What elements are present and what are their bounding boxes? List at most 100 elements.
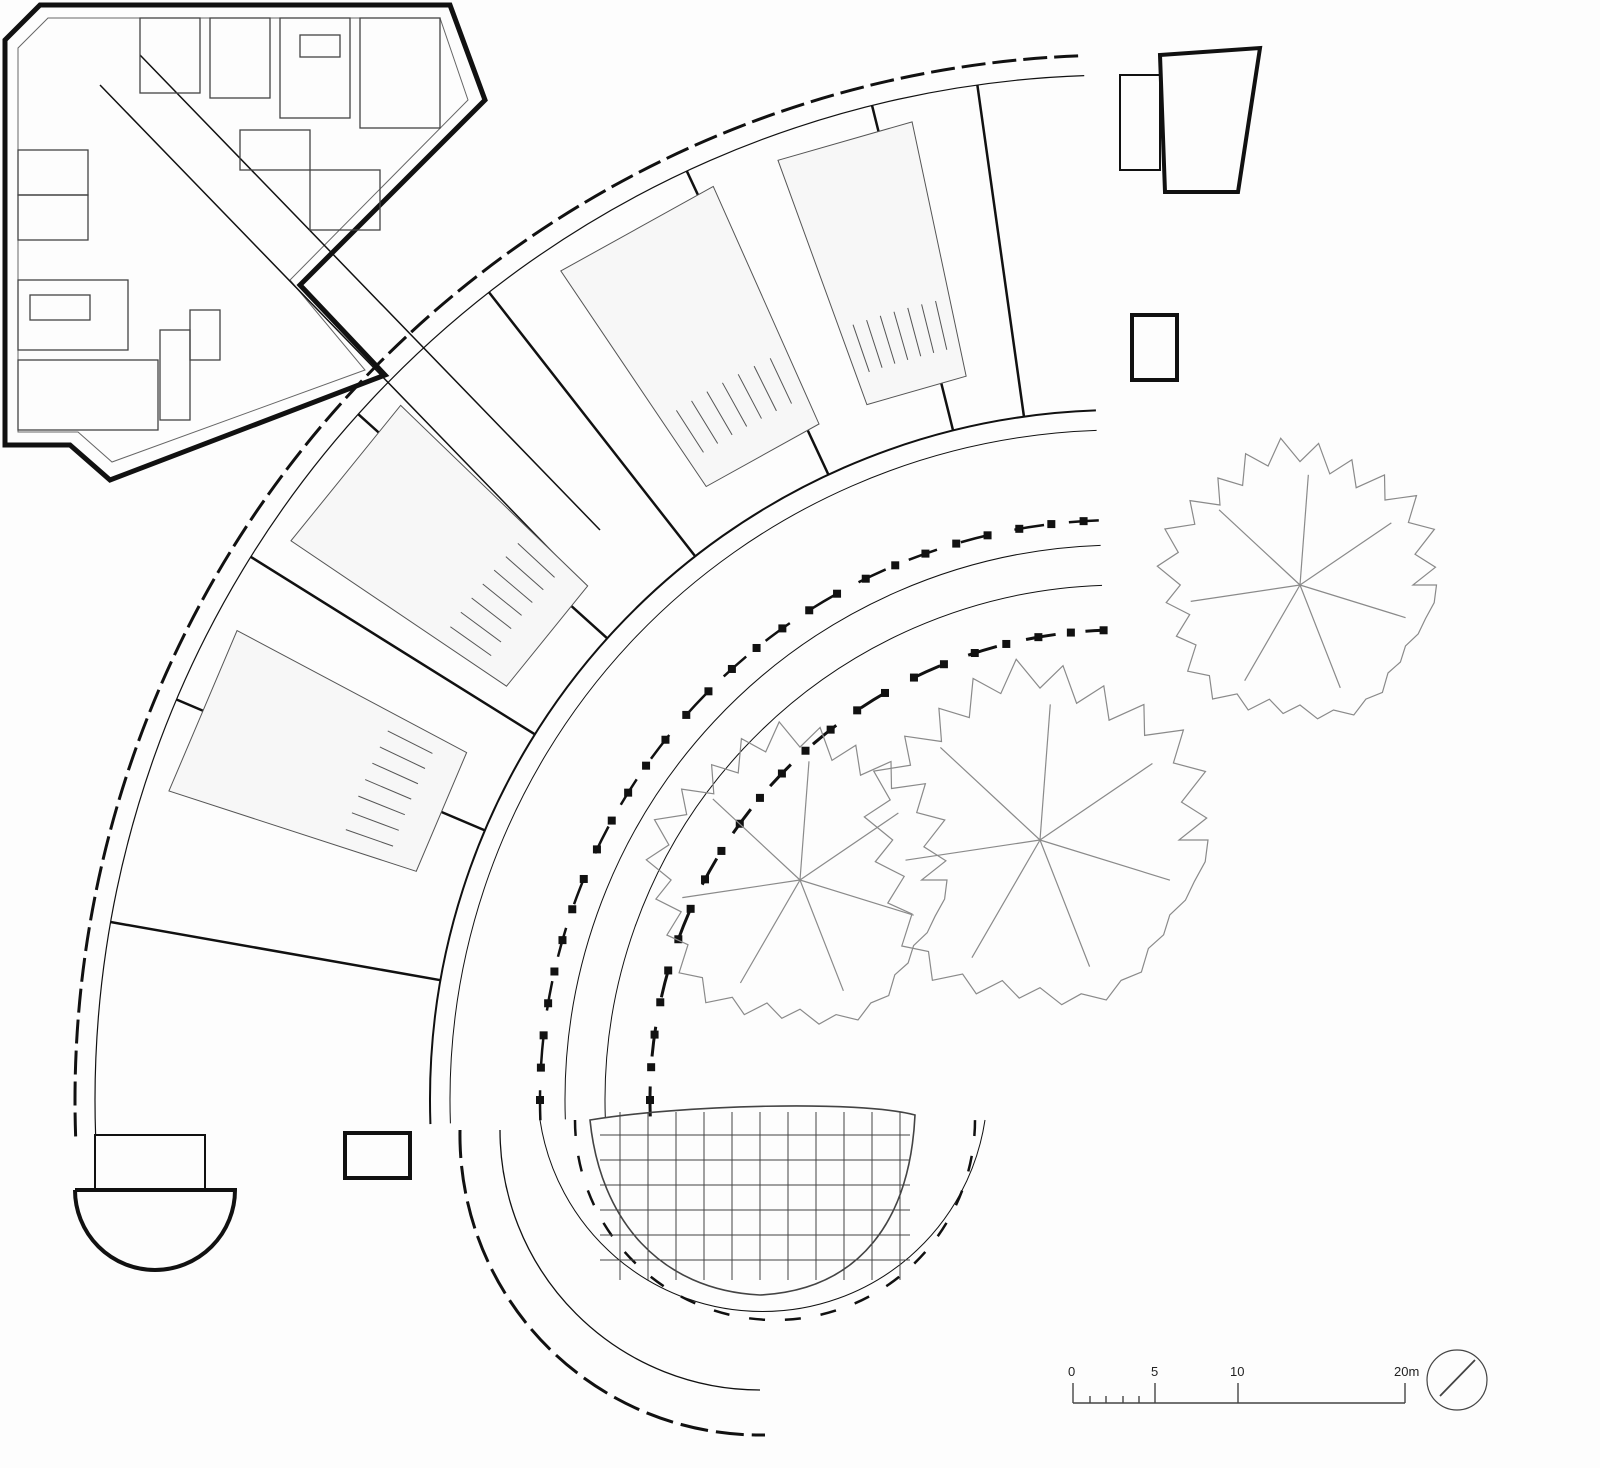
seating-row xyxy=(358,795,406,816)
column xyxy=(1034,633,1043,642)
column xyxy=(704,687,713,696)
column xyxy=(682,710,691,719)
column xyxy=(642,761,651,770)
column xyxy=(826,725,835,734)
tree-branch xyxy=(939,746,1041,841)
auditorium xyxy=(560,185,820,488)
seating-row xyxy=(907,307,922,357)
tree-branch xyxy=(971,839,1041,959)
auditorium-rooms xyxy=(168,121,967,872)
wall-arc xyxy=(538,519,1100,1121)
column xyxy=(1002,639,1011,648)
radial-wall xyxy=(110,920,441,982)
end-pavilions xyxy=(73,45,1263,1272)
tree-branch xyxy=(1299,584,1341,689)
north-arrow-icon xyxy=(1426,1349,1488,1411)
column xyxy=(939,660,948,669)
seating-row xyxy=(493,569,533,603)
colonnade-columns xyxy=(536,517,1108,1104)
column xyxy=(539,1031,548,1040)
column xyxy=(833,589,842,598)
column xyxy=(701,875,710,884)
tree-branch xyxy=(1299,522,1392,586)
seating-row xyxy=(364,779,412,800)
wall-arc xyxy=(648,628,1104,1117)
seating-row xyxy=(372,762,419,785)
column xyxy=(1047,520,1056,529)
seating-row xyxy=(893,311,909,360)
seating-row xyxy=(866,319,883,368)
seating-row xyxy=(675,410,704,453)
column xyxy=(536,1063,545,1072)
wall-arc xyxy=(429,409,1096,1125)
column xyxy=(1066,628,1075,637)
seating-row xyxy=(722,382,748,427)
column xyxy=(777,769,786,778)
column xyxy=(650,1030,659,1039)
seating-row xyxy=(706,391,733,436)
column xyxy=(544,999,553,1008)
lower-ring xyxy=(458,1119,986,1437)
tree-branch xyxy=(682,879,801,899)
column xyxy=(881,688,889,697)
scale-label-10: 10 xyxy=(1230,1364,1245,1379)
auditorium xyxy=(168,629,468,872)
column xyxy=(558,936,567,945)
column xyxy=(568,905,577,914)
tree-branch xyxy=(799,812,899,881)
column xyxy=(861,574,870,583)
seating-row xyxy=(482,583,522,616)
column xyxy=(579,874,588,883)
column xyxy=(674,935,683,944)
column xyxy=(755,793,764,802)
office-wing xyxy=(2,2,601,561)
scale-bar xyxy=(1072,1383,1406,1404)
scale-label-20m: 20m xyxy=(1394,1364,1420,1379)
scale-label-0: 0 xyxy=(1068,1364,1076,1379)
tree-branch xyxy=(712,798,801,881)
seating-row xyxy=(345,829,394,847)
column xyxy=(664,966,673,975)
column xyxy=(607,816,616,825)
column xyxy=(646,1096,654,1104)
seating-row xyxy=(852,324,870,373)
column xyxy=(778,624,787,633)
seating-row xyxy=(505,556,544,591)
wall-arc xyxy=(449,429,1097,1124)
column xyxy=(909,673,918,682)
tree-branch xyxy=(1299,584,1406,619)
wall-arc xyxy=(94,75,1085,1136)
column xyxy=(952,539,961,548)
column xyxy=(727,664,736,673)
column xyxy=(661,735,670,744)
column xyxy=(656,998,665,1007)
column xyxy=(805,606,814,615)
tree-branch xyxy=(799,761,810,881)
column xyxy=(717,846,726,855)
column xyxy=(853,706,862,715)
column xyxy=(686,904,695,913)
tree-branch xyxy=(739,879,801,984)
seating-row xyxy=(471,597,512,629)
radial-wall xyxy=(487,291,697,558)
wall-arc xyxy=(73,54,1084,1137)
seating-row xyxy=(691,400,719,444)
radial-wall xyxy=(250,555,536,736)
auditorium xyxy=(777,121,967,406)
column xyxy=(536,1096,544,1104)
column xyxy=(647,1063,656,1072)
seating-row xyxy=(460,611,502,643)
seating-row xyxy=(450,626,492,657)
scale-label-5: 5 xyxy=(1151,1364,1159,1379)
tree-branch xyxy=(1190,584,1301,602)
main-wing-arcs xyxy=(73,54,1104,1137)
tree-branch xyxy=(1039,704,1051,841)
column xyxy=(592,845,601,854)
column xyxy=(983,531,992,540)
seating-row xyxy=(737,374,762,419)
column xyxy=(921,549,930,558)
wall-arc xyxy=(604,584,1103,1118)
tree-branch xyxy=(905,839,1041,861)
seating-row xyxy=(879,315,896,364)
